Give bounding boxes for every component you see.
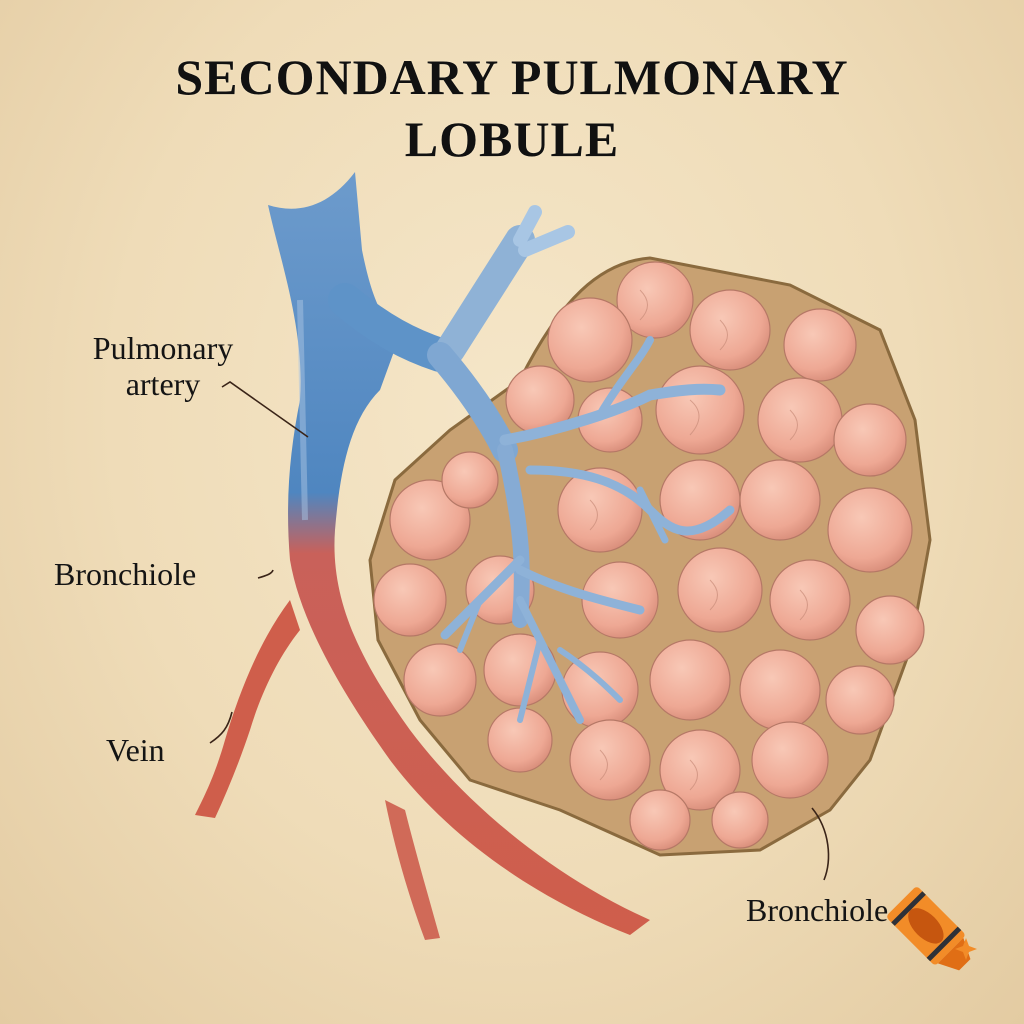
title-line-1: SECONDARY PULMONARY	[175, 49, 849, 105]
title-line-2: LOBULE	[404, 111, 620, 167]
label-pulmonary-artery: Pulmonary artery	[68, 330, 258, 402]
label-bronchiole-right: Bronchiole	[746, 892, 889, 928]
label-pulmonary-artery-line-1: Pulmonary	[92, 330, 234, 366]
bronchial-tree	[328, 205, 735, 724]
label-bronchiole-left: Bronchiole	[54, 556, 197, 592]
label-pulmonary-artery-line-2: artery	[125, 366, 201, 402]
leader-lines	[209, 381, 830, 881]
label-vein: Vein	[106, 732, 165, 768]
lobule	[368, 256, 932, 857]
page-title: SECONDARY PULMONARY LOBULE	[0, 46, 1024, 170]
crayon-icon	[887, 887, 977, 971]
pulmonary-artery-vessel	[195, 172, 650, 940]
